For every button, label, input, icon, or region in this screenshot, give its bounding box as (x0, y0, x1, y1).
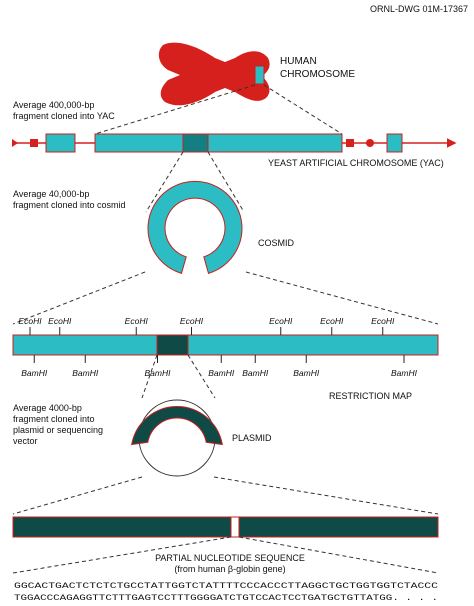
bamhi-site-label: BamHI (391, 368, 418, 378)
yac-note-line2: fragment cloned into YAC (13, 111, 115, 121)
zoom-line (238, 536, 439, 574)
ecohi-sites: EcoHI EcoHI EcoHI EcoHI EcoHI EcoHI EcoHI (18, 316, 395, 335)
plasmid-note-line1: Average 4000-bp (13, 403, 82, 413)
zoom-line (12, 271, 146, 325)
bamhi-site-label: BamHI (242, 368, 269, 378)
plasmid-label: PLASMID (232, 433, 272, 443)
bamhi-site-label: BamHI (293, 368, 320, 378)
zoom-line (145, 151, 184, 213)
zoom-line (263, 84, 343, 135)
plasmid-note-line2: fragment cloned into (13, 414, 95, 424)
plasmid-note-line3: plasmid or sequencing (13, 425, 103, 435)
cosmid-note-line1: Average 40,000-bp (13, 189, 89, 199)
sequence-subtitle: (from human β-globin gene) (174, 564, 285, 574)
yac-construct (12, 133, 457, 153)
zoom-line (141, 354, 158, 399)
sequence-bar (12, 516, 439, 538)
chromosome-label-line2: CHROMOSOME (280, 69, 355, 80)
cosmid-ring (147, 180, 243, 275)
cosmid-label: COSMID (258, 238, 295, 248)
restriction-map-bar (12, 334, 439, 356)
ecohi-site-label: EcoHI (320, 316, 344, 326)
zoom-line (12, 476, 143, 515)
drawing-id: ORNL-DWG 01M-17367 (370, 4, 468, 14)
zoom-line (213, 476, 439, 515)
bamhi-site-label: BamHI (72, 368, 99, 378)
chromosome-label-line1: HUMAN (280, 56, 317, 67)
ecohi-site-label: EcoHI (371, 316, 395, 326)
sequence-line-1: GGCACTGACTCTCTCTGCCTATTGGTCTATTTTCCCACCC… (14, 581, 438, 591)
sequence-title: PARTIAL NUCLEOTIDE SEQUENCE (155, 553, 305, 563)
ecohi-site-label: EcoHI (269, 316, 293, 326)
cosmid-note-line2: fragment cloned into cosmid (13, 200, 126, 210)
sequence-line-2: TGGACCCAGAGGTTCTTTGAGTCCTTTGGGGATCTGTCCA… (14, 593, 438, 603)
zoom-line (207, 151, 245, 213)
bamhi-site-label: BamHI (21, 368, 48, 378)
bamhi-site-label: BamHI (145, 368, 172, 378)
plasmid-ring (131, 399, 223, 477)
zoom-line (187, 354, 216, 399)
bamhi-site-label: BamHI (208, 368, 235, 378)
restriction-map-label: RESTRICTION MAP (329, 391, 412, 401)
yac-label: YEAST ARTIFICIAL CHROMOSOME (YAC) (268, 158, 444, 168)
yac-note-line1: Average 400,000-bp (13, 100, 94, 110)
zoom-line (245, 271, 439, 325)
ecohi-site-label: EcoHI (180, 316, 204, 326)
plasmid-note-line4: vector (13, 436, 38, 446)
ecohi-site-label: EcoHI (125, 316, 149, 326)
bamhi-sites: BamHI BamHI BamHI BamHI BamHI BamHI BamHI (21, 355, 418, 378)
zoom-line (12, 536, 232, 574)
human-chromosome (158, 42, 270, 106)
ecohi-site-label: EcoHI (18, 316, 42, 326)
ecohi-site-label: EcoHI (48, 316, 72, 326)
